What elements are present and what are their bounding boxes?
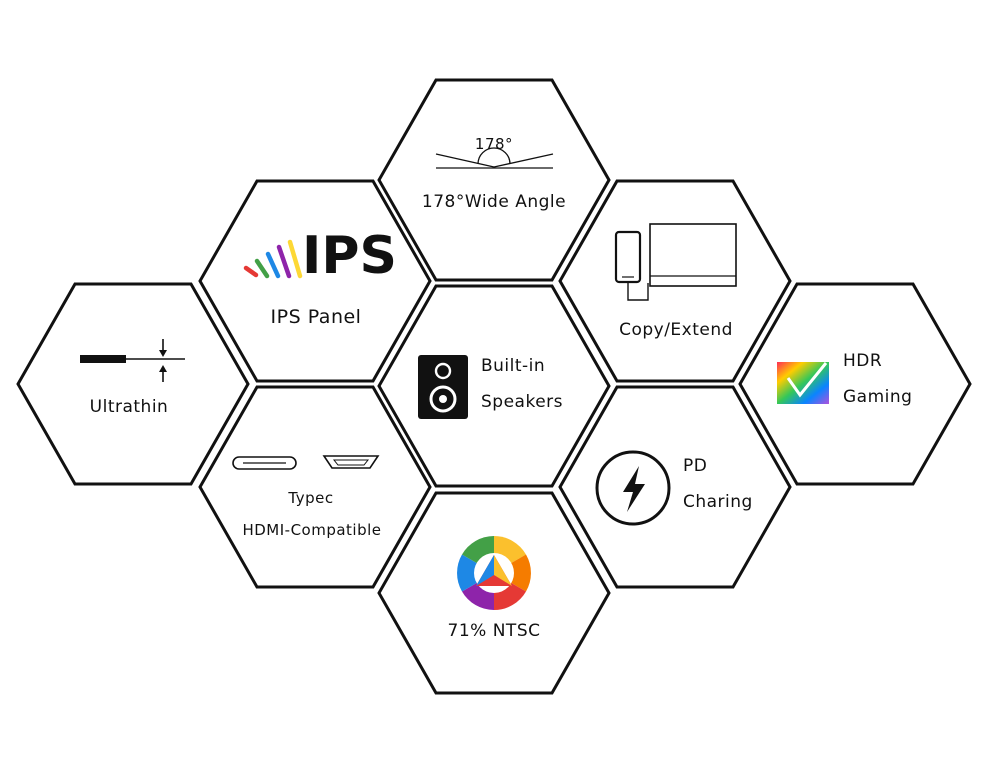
- ports-label-line2: HDMI-Compatible: [242, 521, 382, 539]
- hex-ips: [198, 179, 432, 383]
- hex-speakers: [377, 284, 611, 488]
- hex-ntsc: [377, 491, 611, 695]
- lightning-icon: [595, 450, 671, 526]
- ntsc-label: 71% NTSC: [447, 621, 541, 641]
- hex-hdr: [738, 282, 972, 486]
- hex-wide-angle: [377, 78, 611, 282]
- ips-panel-label: IPS Panel: [270, 306, 362, 328]
- hex-pd: [558, 385, 792, 589]
- viewing-angle-icon: [435, 147, 554, 169]
- ports-icon: [232, 455, 380, 470]
- copy-extend-label: Copy/Extend: [619, 320, 733, 340]
- ips-logo-text: IPS: [302, 226, 397, 286]
- ultrathin-label: Ultrathin: [89, 397, 169, 417]
- speakers-label-line1: Built-in: [481, 356, 546, 376]
- hex-ports: [198, 385, 432, 589]
- viewing-angle-value: 178°: [474, 135, 514, 153]
- pd-label-line1: PD: [683, 456, 708, 476]
- phone-monitor-icon: [614, 223, 737, 301]
- hdr-label-line1: HDR: [843, 351, 883, 371]
- pd-label-line2: Charing: [683, 492, 753, 512]
- hex-copy-extend: [558, 179, 792, 383]
- thickness-icon: [80, 339, 185, 382]
- color-wheel-icon: [457, 536, 531, 610]
- speakers-label-line2: Speakers: [481, 392, 564, 412]
- speaker-icon: [418, 355, 468, 419]
- hex-ultrathin: [16, 282, 250, 486]
- ports-label-line1: Typec: [288, 489, 334, 507]
- wide-angle-label: 178°Wide Angle: [421, 192, 567, 212]
- ips-logo-icon: [243, 239, 303, 279]
- hdr-color-icon: [777, 362, 829, 404]
- hdr-label-line2: Gaming: [843, 387, 913, 407]
